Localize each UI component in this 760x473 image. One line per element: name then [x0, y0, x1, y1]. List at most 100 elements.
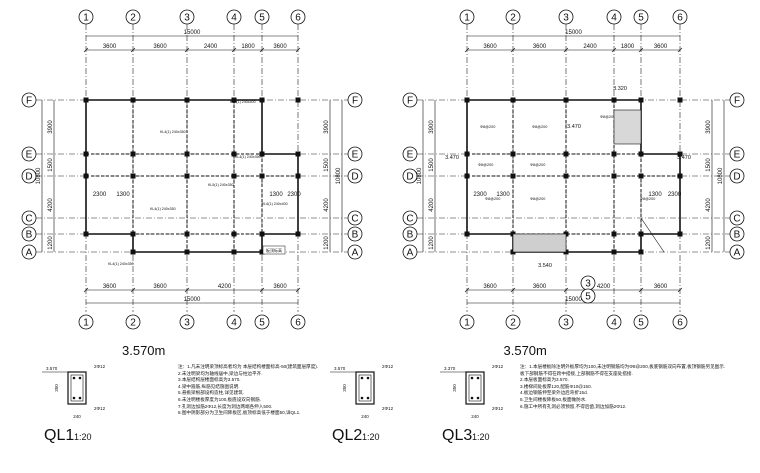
section-rebar-dot [78, 376, 82, 380]
left-plan-row-bubble-left-circle [21, 168, 37, 184]
right-plan-column [464, 97, 470, 103]
section-QL2-scale: 1:20 [362, 432, 380, 442]
left-plan-column [295, 231, 301, 237]
note-line: 3.本层结构层楼面标高为3.570. [178, 377, 241, 383]
left-plan-column [295, 173, 301, 179]
left-plan-row-bubble-left-label: A [26, 248, 33, 259]
left-plan-column [259, 231, 265, 237]
right-plan-dim-tick [510, 47, 516, 53]
left-plan-row-bubble-right-label: D [351, 172, 358, 183]
left-plan-column [231, 173, 237, 179]
right-plan-column [611, 97, 617, 103]
right-plan-col-bubble-bottom-label: 2 [510, 318, 516, 329]
section-QL2-name: QL2 [332, 427, 362, 444]
right-plan-column [638, 231, 644, 237]
right-plan-inner-dim: 1300 [496, 192, 510, 198]
right-plan-column [638, 151, 644, 157]
right-plan-column [611, 249, 617, 255]
left-plan-left-dim: 3900 [48, 120, 54, 134]
right-plan-column [638, 173, 644, 179]
left-plan-right-dim: 1200 [324, 236, 330, 250]
left-plan-col-bubble-top-label: 2 [130, 13, 136, 24]
left-plan-right-dim: 1500 [324, 158, 330, 172]
left-plan-col-bubble-top-circle [78, 9, 94, 25]
beam-label: KL4(1) 240x350 [150, 207, 176, 211]
note-line: 4.梁中箍筋,纵筋见结施图说明. [178, 383, 240, 389]
right-plan-row-bubble-right-circle [729, 226, 745, 242]
right-plan-right-dim: 1500 [706, 158, 712, 172]
left-plan-top-dim: 3600 [153, 44, 167, 50]
left-plan-col-bubble-bottom-label: 5 [259, 318, 265, 329]
right-plan-row-bubble-left-circle [402, 168, 418, 184]
right-plan-row-bubble-right-label: D [733, 172, 740, 183]
section-QL2-height: 350 [342, 384, 347, 392]
right-plan-dim-tick [611, 47, 617, 53]
left-plan-column [231, 249, 237, 255]
elevation-tag: 3.470 [567, 124, 581, 130]
left-plan-row-bubble-left-label: E [26, 150, 33, 161]
stair-diagonal [640, 217, 665, 253]
right-plan-dim-tick [510, 287, 516, 293]
section-rebar-dot [360, 376, 364, 380]
section-rebar-dot [72, 376, 76, 380]
left-plan-column [231, 97, 237, 103]
left-plan-col-bubble-top-circle [226, 9, 242, 25]
right-plan-row-bubble-right-circle [729, 244, 745, 260]
section-QL3-rebar-bottom: 2Φ12 [492, 406, 504, 411]
left-plan-row-bubble-right-label: F [352, 96, 358, 107]
section-rebar-dot [366, 396, 370, 400]
left-plan-column [130, 231, 136, 237]
beam-label: KL5(1) 240x350 [208, 183, 234, 187]
right-plan-top-dim: 2400 [583, 44, 597, 50]
left-plan-dim-tick [83, 287, 89, 293]
section-QL3-scale: 1:20 [472, 432, 490, 442]
left-plan-dim-tick [184, 47, 190, 53]
slab-rebar-tag: Φ8@200 [532, 125, 547, 129]
section-rebar-dot [470, 396, 474, 400]
right-plan-column [510, 151, 516, 157]
right-plan-col-bubble-top-label: 5 [638, 13, 644, 24]
note-line: 5.悬挑梁根部设构造柱,详见建筑. [178, 390, 245, 396]
notes-left: 注：1.凡未注明梁顶标高者均为 本层结构楼面标高-50(建筑面层厚度). 2.未… [178, 364, 318, 417]
right-plan-building-outline [466, 99, 681, 253]
right-plan-column [677, 173, 683, 179]
left-plan-right-overall-dim: 10800 [336, 167, 342, 184]
right-plan-row-bubble-left-label: E [407, 150, 414, 161]
right-plan-column [611, 173, 617, 179]
left-plan-row-bubble-right-label: B [352, 230, 359, 241]
left-plan-col-bubble-bottom-circle [179, 314, 195, 330]
left-plan-col-bubble-top-circle [254, 9, 270, 25]
left-plan-column [259, 173, 265, 179]
right-plan-top-dim: 3600 [533, 44, 547, 50]
left-plan-col-bubble-bottom-label: 6 [295, 318, 301, 329]
left-plan-col-bubble-bottom-circle [254, 314, 270, 330]
beam-label: KL4(1) 240x350 [235, 155, 261, 159]
right-plan-dim-tick [638, 47, 644, 53]
right-plan-row-bubble-right-label: B [734, 230, 741, 241]
right-plan-column [677, 97, 683, 103]
left-plan-col-bubble-bottom-circle [226, 314, 242, 330]
left-plan-col-bubble-top-circle [290, 9, 306, 25]
slab-rebar-tag: Φ8@200 [480, 125, 495, 129]
section-QL2-rebar: 2Φ12 [382, 364, 394, 369]
left-plan-top-dim: 1800 [241, 44, 255, 50]
right-plan-left-dim: 3900 [429, 120, 435, 134]
left-plan-col-bubble-top-label: 1 [83, 13, 89, 24]
section-QL1-rebar: 2Φ12 [94, 364, 106, 369]
left-plan-col-bubble-top-label: 4 [231, 13, 237, 24]
left-plan-row-bubble-right-circle [347, 226, 363, 242]
right-plan-bottom-dim: 4200 [597, 284, 611, 290]
right-plan-bottom-dim: 3600 [483, 284, 497, 290]
section-rebar-dot [366, 376, 370, 380]
left-plan-row-bubble-right-label: E [352, 150, 359, 161]
right-plan-col-bubble-bottom-label: 4 [611, 318, 617, 329]
left-plan-col-bubble-top-circle [125, 9, 141, 25]
right-plan-column [510, 173, 516, 179]
elevation-tag: 3.470 [445, 155, 459, 161]
right-plan-col-bubble-top-circle [505, 9, 521, 25]
section-QL1-scale: 1:20 [74, 432, 92, 442]
left-plan-bottom-dim: 3600 [273, 284, 287, 290]
right-plan-inner-dim: 2300 [473, 192, 487, 198]
left-plan-row-bubble-right-label: C [351, 214, 358, 225]
note-line: 2.本层板面标高为3.570. [520, 377, 569, 383]
